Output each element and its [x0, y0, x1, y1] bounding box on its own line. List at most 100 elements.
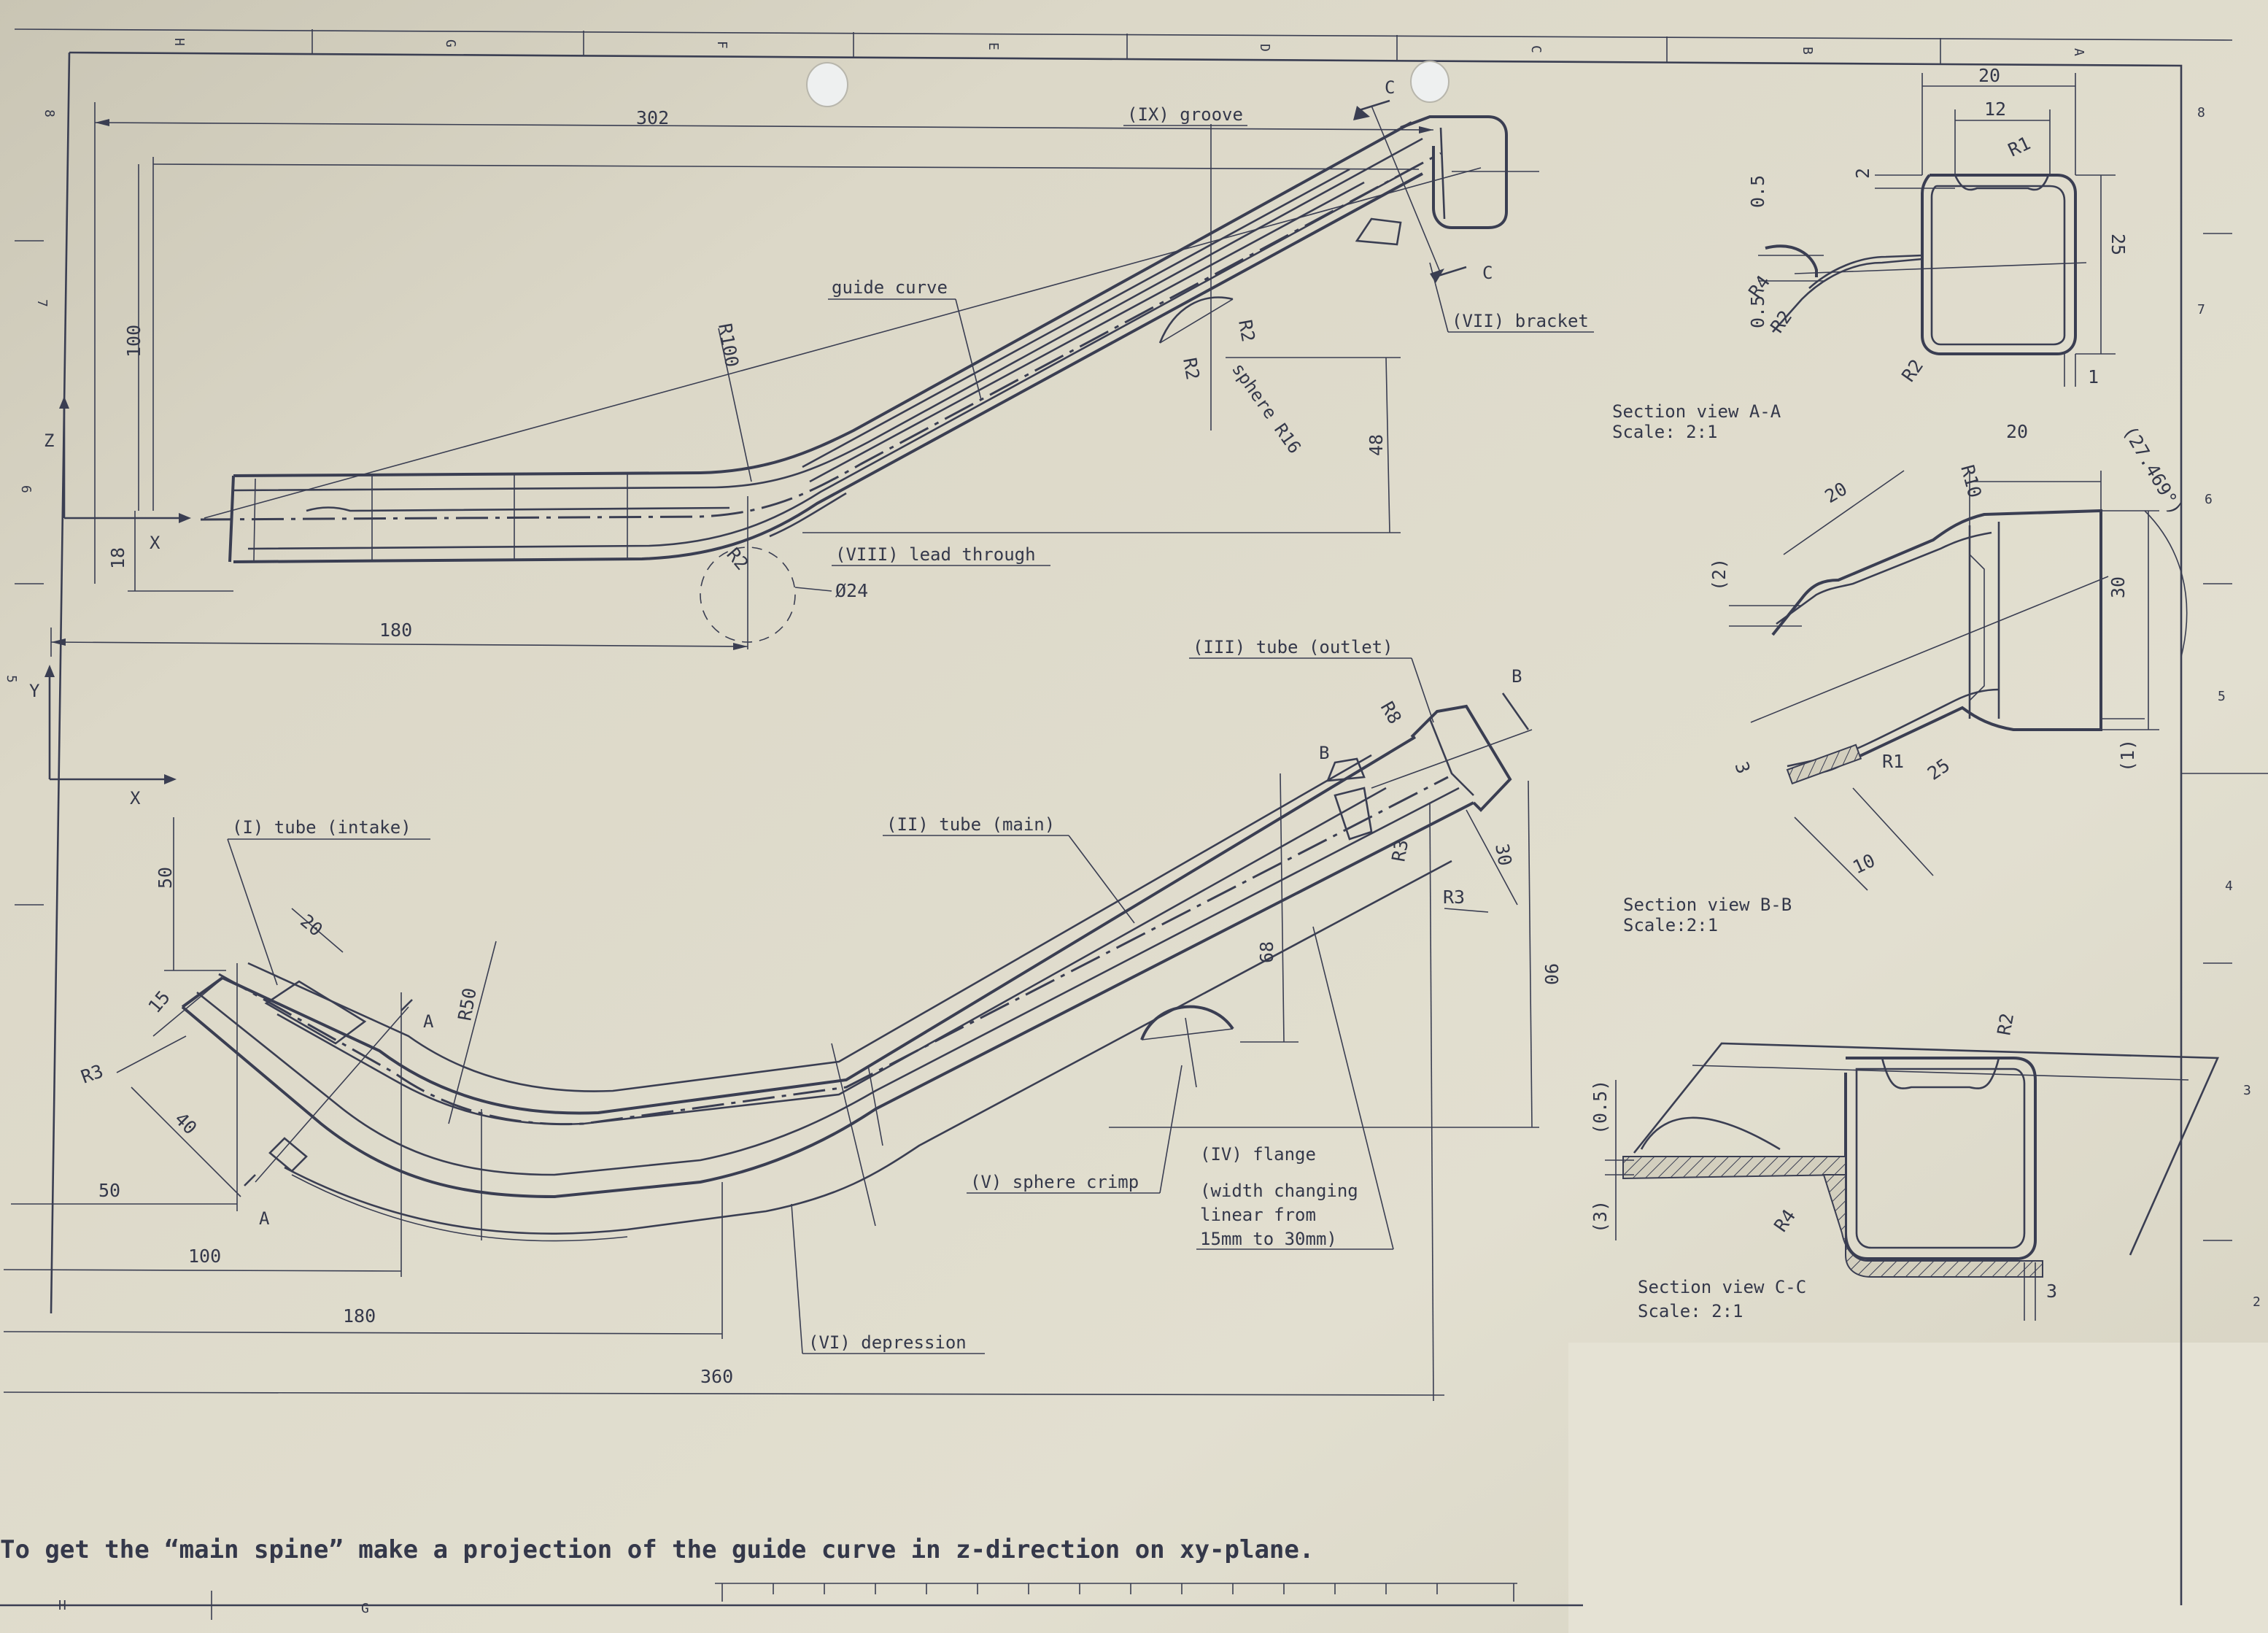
dim-r2-sphere-right: R2 — [1234, 318, 1259, 344]
dim-30-outlet: 30 — [1491, 842, 1516, 868]
top-view-axes: Z X — [44, 396, 191, 553]
zone-side-6-right: 6 — [2205, 492, 2213, 507]
punch-hole — [806, 62, 848, 107]
dim-50-vertical: 50 — [155, 867, 176, 889]
front-view-axes: Y X — [29, 665, 177, 808]
zone-side-5-right: 5 — [2218, 689, 2226, 704]
punch-hole — [1410, 61, 1450, 103]
label-flange-note-3: 15mm to 30mm) — [1200, 1229, 1337, 1249]
cut-line-c: C C — [1353, 77, 1493, 283]
dim-48: 48 — [1366, 434, 1387, 456]
dim-302: 302 — [636, 107, 669, 128]
label-guide-curve: guide curve — [832, 277, 948, 298]
section-a-a: 20 12 R1 2 0.5 0.5 R4 R2 R2 25 1 Section… — [1612, 65, 2129, 442]
top-view-bracket — [1355, 115, 1539, 246]
axis-x-label: X — [150, 533, 160, 553]
label-flange-note-2: linear from — [1200, 1205, 1316, 1225]
sec-aa-dim-12: 12 — [1984, 99, 2006, 120]
zone-bottom-g: G — [361, 1601, 369, 1616]
zone-top-a: A — [2071, 48, 2086, 56]
drawing-frame — [0, 28, 2268, 1620]
cut-line-b: B B — [1319, 666, 1533, 789]
cut-a-bottom: A — [259, 1208, 270, 1229]
front-view-dimensions: 50 20 15 R3 40 R50 R8 R3 R3 30 68 90 — [3, 698, 1562, 1402]
cut-line-a: A A — [244, 999, 434, 1229]
front-view: Y X — [3, 637, 1562, 1402]
zone-top-e: E — [986, 42, 1001, 50]
dim-18: 18 — [107, 547, 128, 569]
zone-top-f: F — [714, 41, 729, 49]
dim-90: 90 — [1541, 963, 1562, 985]
label-tube-main: (II) tube (main) — [886, 814, 1055, 835]
zone-top-h: H — [171, 38, 187, 46]
dim-180-top: 180 — [379, 619, 412, 641]
dim-r2-sphere-left: R2 — [1179, 356, 1204, 382]
dim-180-horizontal: 180 — [343, 1305, 376, 1327]
cut-b-top: B — [1512, 666, 1522, 687]
sec-bb-scale: Scale:2:1 — [1623, 915, 1718, 935]
sec-cc-dim-3: 3 — [2046, 1281, 2057, 1302]
zone-bottom-h: H — [58, 1598, 66, 1613]
label-tube-intake: (I) tube (intake) — [232, 817, 411, 838]
zone-labels: H G F E D C B A 8 7 6 5 8 7 6 5 4 3 2 H … — [4, 38, 2261, 1616]
top-view-sphere — [1158, 124, 1234, 431]
top-view-lead-through — [700, 496, 796, 649]
dim-50-horizontal: 50 — [98, 1180, 120, 1201]
zone-side-3-right: 3 — [2243, 1083, 2251, 1098]
label-lead-through: (VIII) lead through — [835, 544, 1036, 565]
dim-68: 68 — [1256, 941, 1277, 963]
sec-aa-dim-25: 25 — [2108, 233, 2129, 255]
sec-aa-dim-1: 1 — [2088, 366, 2099, 387]
label-flange: (IV) flange — [1200, 1144, 1316, 1165]
sec-cc-scale: Scale: 2:1 — [1638, 1301, 1743, 1321]
cut-b-left: B — [1319, 743, 1329, 763]
sec-cc-dim-05: (0.5) — [1590, 1080, 1611, 1135]
sec-aa-dim-05-bottom: 0.5 — [1747, 296, 1768, 328]
dim-r3-outlet: R3 — [1387, 838, 1412, 863]
sec-bb-dim-20-top: 20 — [2006, 421, 2028, 442]
sec-aa-scale: Scale: 2:1 — [1612, 422, 1718, 442]
sec-bb-title: Section view B-B — [1623, 895, 1792, 915]
sec-aa-dim-05-top: 0.5 — [1747, 175, 1768, 208]
zone-side-4-right: 4 — [2225, 879, 2233, 894]
top-view: Z X — [44, 77, 1594, 657]
footer-note: To get the “main spine” make a projectio… — [0, 1535, 1314, 1564]
zone-side-2-right: 2 — [2253, 1294, 2261, 1310]
sec-aa-dim-20: 20 — [1978, 65, 2000, 86]
front-view-labels: (III) tube (outlet) (I) tube (intake) (I… — [227, 637, 1434, 1354]
cut-c-top: C — [1385, 77, 1395, 98]
sec-cc-title: Section view C-C — [1638, 1277, 1806, 1297]
dim-100-horizontal: 100 — [188, 1246, 221, 1267]
paper-shadow-patch — [1568, 1343, 2268, 1633]
zone-top-b: B — [1800, 47, 1815, 55]
dim-dia24: Ø24 — [835, 580, 868, 601]
label-depression: (VI) depression — [808, 1332, 967, 1353]
zone-side-8: 8 — [42, 109, 57, 117]
zone-top-c: C — [1528, 45, 1544, 53]
sec-aa-title: Section view A-A — [1612, 401, 1781, 422]
cut-a-top: A — [423, 1011, 434, 1032]
label-groove: (IX) groove — [1127, 104, 1243, 125]
zone-side-6: 6 — [18, 485, 34, 493]
frame-scale-ruler — [721, 1583, 1514, 1602]
front-view-tube — [181, 704, 1512, 1242]
zone-side-5: 5 — [4, 675, 19, 683]
label-tube-outlet: (III) tube (outlet) — [1193, 637, 1393, 657]
zone-top-g: G — [443, 39, 458, 47]
zone-top-d: D — [1257, 44, 1272, 52]
zone-side-8-right: 8 — [2197, 105, 2205, 120]
sec-bb-dim-1: (1) — [2117, 739, 2138, 772]
top-view-dimensions: 302 100 18 180 48 R100 R2 R2 R2 Ø24 — [50, 102, 1434, 657]
dim-r3-flange: R3 — [1443, 887, 1465, 908]
axis-z-label: Z — [44, 431, 54, 451]
axis-y-label: Y — [29, 681, 40, 701]
sec-cc-dim-r2: R2 — [1993, 1011, 2018, 1037]
axis-x-label-front: X — [130, 788, 141, 808]
section-c-c: R2 (0.5) (3) R4 3 Section view C-C Scale… — [1590, 1011, 2219, 1321]
sec-bb-dim-r1: R1 — [1882, 751, 1904, 772]
dim-360: 360 — [700, 1366, 733, 1387]
label-sphere-crimp: (V) sphere crimp — [970, 1172, 1139, 1192]
zone-side-7-right: 7 — [2197, 302, 2205, 317]
sec-bb-dim-30: 30 — [2108, 576, 2129, 598]
